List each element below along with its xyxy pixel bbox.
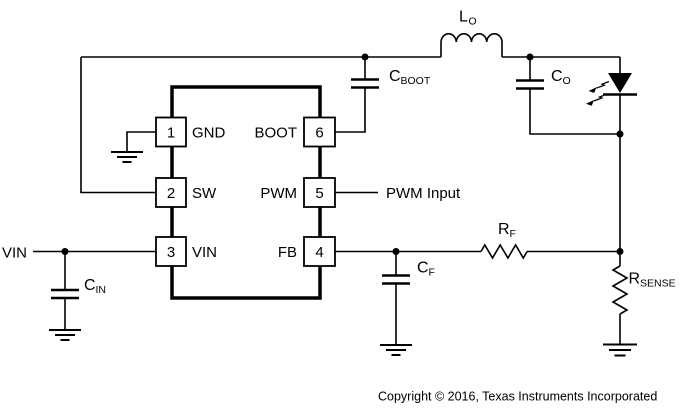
pin-2-number: 2 <box>167 185 175 202</box>
ic-pin-1: 1 GND <box>155 116 226 148</box>
pin-3-number: 3 <box>167 244 175 261</box>
pin-6-box <box>303 116 336 148</box>
ground-icon <box>603 343 637 357</box>
pin-3-box <box>155 236 187 267</box>
boot-pin-wire <box>335 88 366 133</box>
inductor-lo-label: L <box>459 9 468 26</box>
co-bottom-wire <box>529 88 620 135</box>
cboot-plates <box>351 78 379 89</box>
pin-4-label: FB <box>278 244 297 261</box>
pin-1-number: 1 <box>167 125 175 142</box>
led-light-arrows <box>586 80 610 106</box>
co-label-sub: O <box>563 75 571 87</box>
res-rf: R F <box>480 221 528 260</box>
junction-dot <box>526 53 534 61</box>
wires <box>33 56 621 345</box>
copyright-text: Copyright © 2016, Texas Instruments Inco… <box>378 390 657 404</box>
cin-label: C <box>84 277 96 294</box>
cf-label-sub: F <box>429 267 435 279</box>
sw-loop-wire <box>80 57 156 194</box>
led-arrow-icon <box>596 80 610 89</box>
res-rsense: R SENSE <box>611 265 676 315</box>
junction-dot <box>616 248 624 255</box>
inductor-lo: L O <box>440 9 503 57</box>
pin-2-label: SW <box>192 185 217 202</box>
cf-plates <box>382 274 410 285</box>
junction-dot <box>616 130 624 138</box>
pin-2-box <box>155 177 187 208</box>
rf-zigzag <box>480 243 528 260</box>
led-arrow-icon <box>593 93 607 102</box>
pwm-input-label: PWM Input <box>386 185 461 202</box>
pin-3-label: VIN <box>192 244 217 261</box>
junction-dot <box>392 248 400 255</box>
pin-1-label: GND <box>192 125 226 142</box>
pin-5-box <box>303 177 336 208</box>
junction-dots <box>61 53 624 255</box>
inductor-coil <box>440 33 503 57</box>
pin-6-label: BOOT <box>254 125 297 142</box>
rf-label: R <box>498 221 510 238</box>
pin-4-number: 4 <box>315 244 323 261</box>
cap-co: C O <box>516 68 571 90</box>
led <box>586 73 637 106</box>
pin-5-label: PWM <box>260 185 297 202</box>
led-arrowhead-icon <box>588 87 597 93</box>
gnd-pin-wire <box>126 131 156 152</box>
ground-icon <box>111 151 143 163</box>
vin-rail-label: VIN <box>2 245 27 262</box>
cboot-label-sub: BOOT <box>401 75 431 87</box>
cap-cf: C F <box>382 260 435 285</box>
pin-1-box <box>155 116 187 148</box>
pin-6-number: 6 <box>315 125 323 142</box>
cboot-label: C <box>389 68 401 85</box>
ground-icon <box>49 329 81 341</box>
cap-cin: C IN <box>51 277 107 300</box>
pin-5-number: 5 <box>315 185 323 202</box>
led-triangle <box>608 73 632 93</box>
ic-pin-3: 3 VIN <box>155 236 217 267</box>
ic-pin-2: 2 SW <box>155 177 217 208</box>
inductor-lo-label-sub: O <box>469 16 477 28</box>
led-arrowhead-icon <box>586 100 594 106</box>
ground-icon <box>380 344 412 356</box>
ic-pin-6: 6 BOOT <box>254 116 336 148</box>
junction-dot <box>61 248 69 255</box>
rf-label-sub: F <box>510 228 516 240</box>
cap-cboot: C BOOT <box>351 68 431 89</box>
junction-dot <box>361 53 369 61</box>
ic-pin-5: 5 PWM <box>260 177 336 208</box>
co-label: C <box>551 68 563 85</box>
ic-pin-4: 4 FB <box>278 236 336 267</box>
rsense-label-sub: SENSE <box>640 278 676 290</box>
cf-label: C <box>417 260 429 277</box>
pin-4-box <box>303 236 336 267</box>
cin-plates <box>51 288 79 300</box>
ground-symbols <box>49 151 637 357</box>
rsense-zigzag <box>611 265 629 315</box>
cin-label-sub: IN <box>96 284 107 296</box>
co-plates <box>516 79 544 90</box>
rsense-label: R <box>629 271 641 288</box>
